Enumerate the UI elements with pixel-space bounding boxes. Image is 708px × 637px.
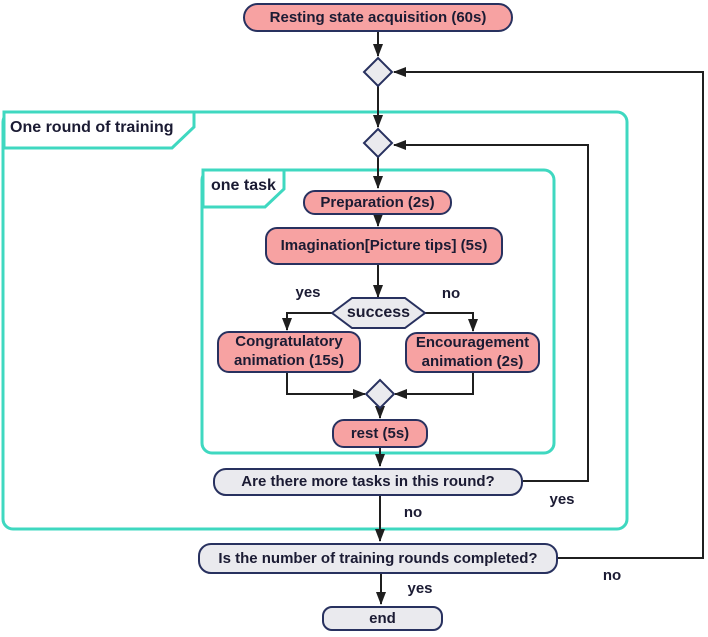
success-decision-hexagon — [330, 297, 427, 329]
container-one-round-of-training — [1, 110, 629, 531]
merge-diamond-task — [364, 378, 396, 410]
merge-diamond-top — [362, 56, 394, 88]
label-more-tasks-yes: yes — [549, 491, 575, 508]
label-more-tasks-no: no — [403, 504, 423, 521]
edge-more-tasks-yes-loop — [393, 140, 589, 482]
one-round-of-training-label: One round of training — [10, 119, 174, 136]
node-rounds-completed-question: Is the number of training rounds complet… — [198, 543, 558, 574]
node-end: end — [322, 606, 443, 631]
edge-success-yes — [282, 312, 332, 331]
node-congratulatory-animation: Congratulatory animation (15s) — [217, 331, 361, 373]
success-label: success — [346, 304, 411, 321]
label-rounds-yes: yes — [407, 580, 433, 597]
container-one-round-tab — [2, 110, 196, 150]
node-imagination: Imagination[Picture tips] (5s) — [265, 227, 503, 265]
edge-rounds-no-loop — [393, 67, 704, 559]
container-one-task-tab — [201, 168, 286, 209]
node-preparation: Preparation (2s) — [303, 190, 452, 215]
merge-diamond-round — [362, 127, 394, 159]
edge-success-no — [425, 312, 478, 332]
node-more-tasks-question: Are there more tasks in this round? — [213, 468, 523, 496]
label-rounds-no: no — [602, 567, 622, 584]
edge-congrats-to-merge3 — [286, 373, 366, 399]
node-rest: rest (5s) — [332, 419, 428, 448]
label-success-no: no — [441, 285, 461, 302]
label-success-yes: yes — [295, 284, 321, 301]
node-resting-state-acquisition: Resting state acquisition (60s) — [243, 3, 513, 32]
node-encouragement-animation: Encouragement animation (2s) — [405, 332, 540, 373]
one-task-label: one task — [211, 177, 276, 194]
edge-encourage-to-merge3 — [394, 373, 474, 399]
